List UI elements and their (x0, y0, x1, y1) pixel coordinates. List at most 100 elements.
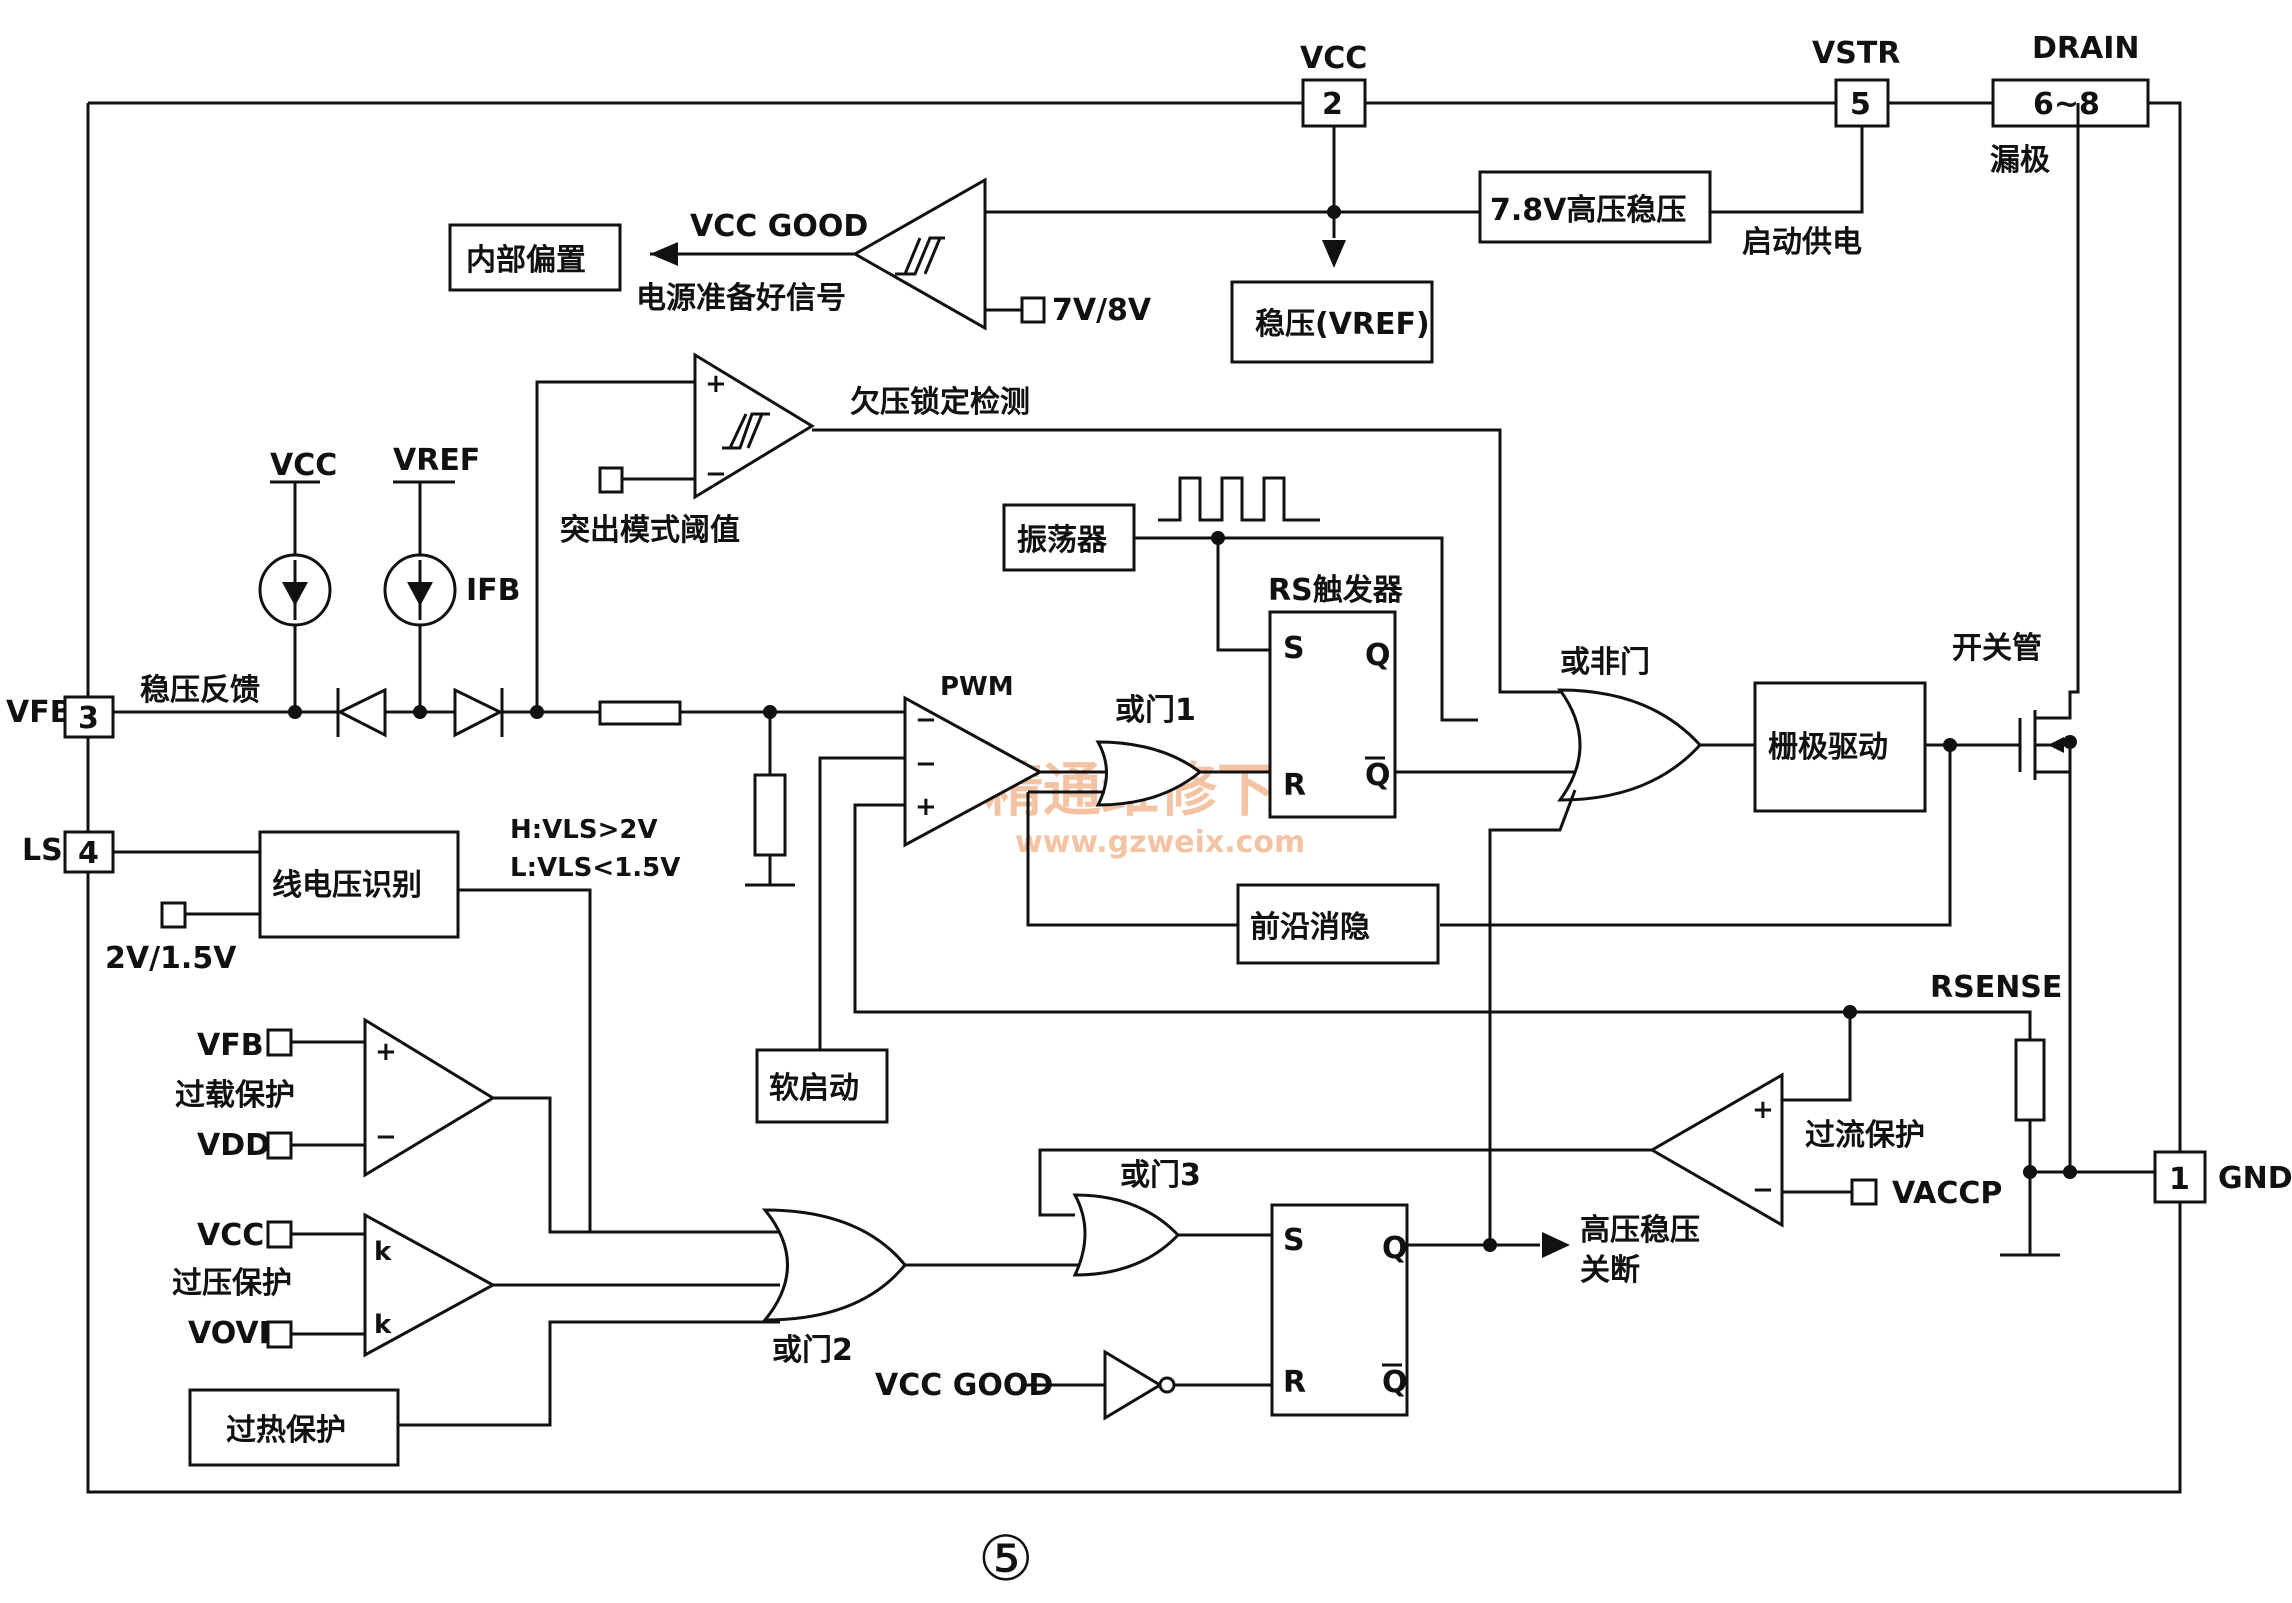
node-rsense-gnd (2023, 1165, 2037, 1179)
vdd-terminal (266, 1131, 293, 1160)
ls-low-label: L:VLS<1.5V (510, 853, 680, 883)
cs-vref-top (393, 480, 455, 712)
pin-gnd-name: GND (2218, 1161, 2292, 1196)
ovl-plus: + (375, 1037, 397, 1067)
ls-high-label: H:VLS>2V (510, 815, 658, 845)
node-fb-3 (530, 705, 544, 719)
ocp-plus: + (1752, 1095, 1774, 1125)
vdd-label: VDD (197, 1128, 270, 1163)
pin-vcc-name: VCC (1300, 41, 1367, 76)
cs-vcc-top (270, 480, 320, 712)
arrow-to-bias (650, 242, 678, 266)
node-gate (1943, 738, 1957, 752)
pin-vfb-box (63, 695, 115, 739)
ff2-q: Q (1382, 1231, 1408, 1266)
arrow-shutdown (1542, 1232, 1570, 1258)
uvlo-detect-label: 欠压锁定检测 (850, 385, 1030, 420)
block-leb (1236, 883, 1440, 965)
pin-ls-num: 4 (78, 836, 99, 871)
ifb-label: IFB (466, 573, 521, 608)
rs-ff-label: RS触发器 (1268, 573, 1404, 608)
ocp-out-wire (1038, 1148, 1652, 1217)
drain-wire (2070, 126, 2080, 694)
block-leb-label: 前沿消隐 (1250, 910, 1370, 945)
uvlo-thr-label: 7V/8V (1052, 293, 1152, 328)
pin-drain-box (1991, 78, 2150, 128)
fb-main-wire (113, 710, 915, 758)
overvolt-label: 过压保护 (172, 1266, 292, 1301)
pwm-minus-1: − (915, 705, 937, 735)
ff1-q: Q (1365, 638, 1391, 673)
ff2-qbar: Q (1382, 1365, 1408, 1400)
block-vref-reg-label: 稳压(VREF) (1255, 307, 1430, 342)
ovl-in-wire (291, 1040, 365, 1147)
ff1-r: R (1283, 768, 1306, 803)
pin-drain-num: 6~8 (2033, 87, 2100, 122)
power-ready-label: 电源准备好信号 (636, 281, 846, 316)
leb-to-or1 (1026, 790, 1238, 927)
ocp-in-wire (1782, 1012, 1852, 1194)
block-oscillator (1002, 503, 1136, 572)
vovp-label: VOVP (188, 1316, 281, 1351)
ff2-r: R (1283, 1365, 1306, 1400)
cs-vcc-arrow (282, 582, 308, 606)
pin-vstr-name: VSTR (1812, 36, 1900, 71)
or3-label: 或门3 (1120, 1158, 1201, 1193)
node-fb-1 (288, 705, 302, 719)
pin-ls-name: LS (22, 833, 63, 868)
drain-label: 漏极 (1990, 143, 2050, 178)
block-vref-reg (1230, 280, 1434, 364)
pin-drain: DRAIN 6~8 漏极 (1990, 31, 2150, 178)
fb-shunt-resistor (753, 773, 787, 857)
ovl-out-wire (493, 1096, 780, 1234)
cs-vref-arrow (407, 582, 433, 606)
pin-vfb-num: 3 (78, 701, 99, 736)
pin-vstr-num: 5 (1850, 87, 1871, 122)
pwm-label: PWM (940, 672, 1014, 702)
pin-vfb-name: VFB (6, 695, 73, 730)
rsense-label: RSENSE (1930, 970, 2062, 1005)
ff1-s: S (1283, 631, 1305, 666)
burst-thr-terminal (598, 466, 624, 494)
gate-wire (1440, 718, 2022, 927)
node-vcc (1327, 205, 1341, 219)
hysteresis-symbol-2 (722, 412, 770, 450)
pin-gnd: 1 GND (2153, 1150, 2292, 1204)
uvlo-minus: − (705, 459, 727, 489)
arrow-to-vref (1322, 240, 1346, 268)
pin-gnd-box (2153, 1150, 2207, 1204)
ff2-s: S (1283, 1223, 1305, 1258)
block-oscillator-label: 振荡器 (1017, 523, 1108, 558)
pwm-plus: + (915, 792, 937, 822)
ovl-vfb-terminal (266, 1028, 293, 1057)
shutdown-to-nor (1488, 789, 1577, 1245)
fb-shunt-wire (745, 712, 795, 887)
ovp-in-wire (291, 1232, 365, 1336)
block-over-temp-label: 过热保护 (226, 1413, 346, 1448)
pwm-minus-2: − (915, 749, 937, 779)
vaccp-label: VACCP (1892, 1176, 2002, 1211)
pin-vcc-box (1301, 78, 1367, 128)
watermark-url: www.gzweix.com (1015, 825, 1305, 860)
diode-1 (336, 687, 387, 738)
pin-drain-name: DRAIN (2032, 31, 2140, 66)
otp-wire (398, 1320, 780, 1427)
overcurrent-label: 过流保护 (1805, 1118, 1925, 1153)
or-gate-3 (1072, 1193, 1181, 1277)
block-hv-reg (1478, 170, 1712, 244)
or2-label: 或门2 (772, 1333, 853, 1368)
rsense-resistor (2014, 1038, 2046, 1122)
figure-number: ⑤ (978, 1522, 1034, 1595)
node-osc (1211, 531, 1225, 545)
or-gate-1 (1095, 740, 1203, 807)
block-soft-start (755, 1048, 889, 1124)
ovl-vfb-label: VFB (197, 1028, 264, 1063)
vaccp-terminal (1850, 1178, 1878, 1206)
fb-reg-label: 稳压反馈 (140, 673, 260, 708)
uvlo-thr-terminal (1020, 296, 1046, 324)
hv-shutdown-label-2: 关断 (1580, 1253, 1640, 1288)
block-gate-drive (1753, 681, 1927, 813)
ff1-qbar: Q (1365, 758, 1391, 793)
inverter-bubble (1158, 1376, 1176, 1394)
